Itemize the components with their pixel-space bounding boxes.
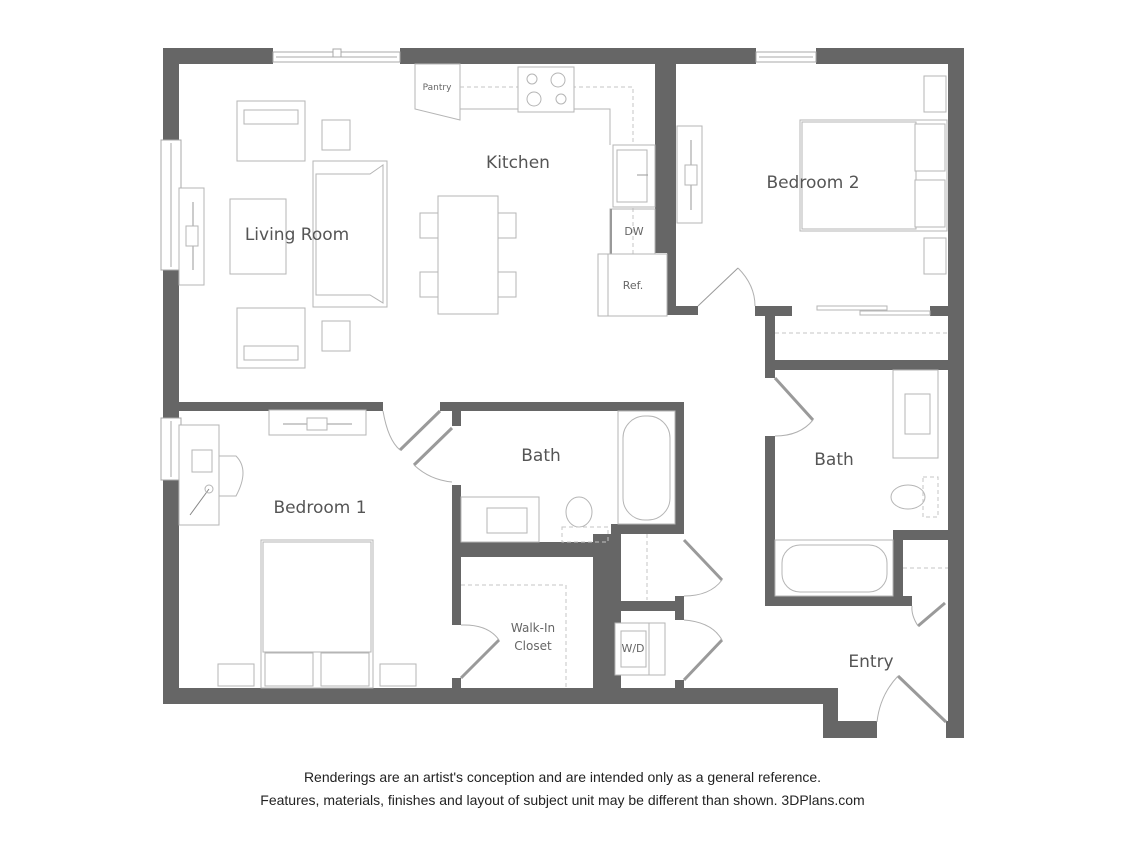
- room-label-bedroom-1: Bedroom 1: [273, 498, 367, 518]
- walls: [163, 48, 964, 738]
- walk-in-closet-line2: Closet: [514, 639, 552, 653]
- fixture-label-refrigerator: Ref.: [622, 279, 644, 292]
- walk-in-closet-line1: Walk-In: [510, 621, 556, 635]
- disclaimer-line-2: Features, materials, finishes and layout…: [260, 792, 865, 808]
- disclaimer-line-1: Renderings are an artist's conception an…: [303, 769, 822, 785]
- bath-1-fixtures: [460, 410, 676, 600]
- windows: [160, 48, 817, 481]
- closet-laundry-fixtures: [461, 584, 666, 688]
- bedroom-2-furniture: [676, 75, 948, 334]
- room-label-entry: Entry: [848, 652, 894, 672]
- room-label-kitchen: Kitchen: [486, 153, 550, 173]
- bedroom-1-furniture: [178, 409, 417, 689]
- fixture-label-washer-dryer: W/D: [621, 642, 645, 655]
- room-label-bath-1: Bath: [521, 446, 561, 466]
- room-label-bedroom-2: Bedroom 2: [766, 173, 860, 193]
- fixture-label-pantry: Pantry: [422, 83, 452, 93]
- fixture-label-dishwasher: DW: [624, 225, 644, 238]
- room-label-walk-in-closet: Walk-In Closet: [511, 619, 555, 655]
- kitchen-fixtures: [414, 63, 668, 317]
- doors: [382, 267, 948, 724]
- bath-2-fixtures: [774, 369, 948, 597]
- room-label-living-room: Living Room: [244, 225, 350, 245]
- room-label-bath-2: Bath: [814, 450, 854, 470]
- living-room-furniture: [178, 100, 388, 369]
